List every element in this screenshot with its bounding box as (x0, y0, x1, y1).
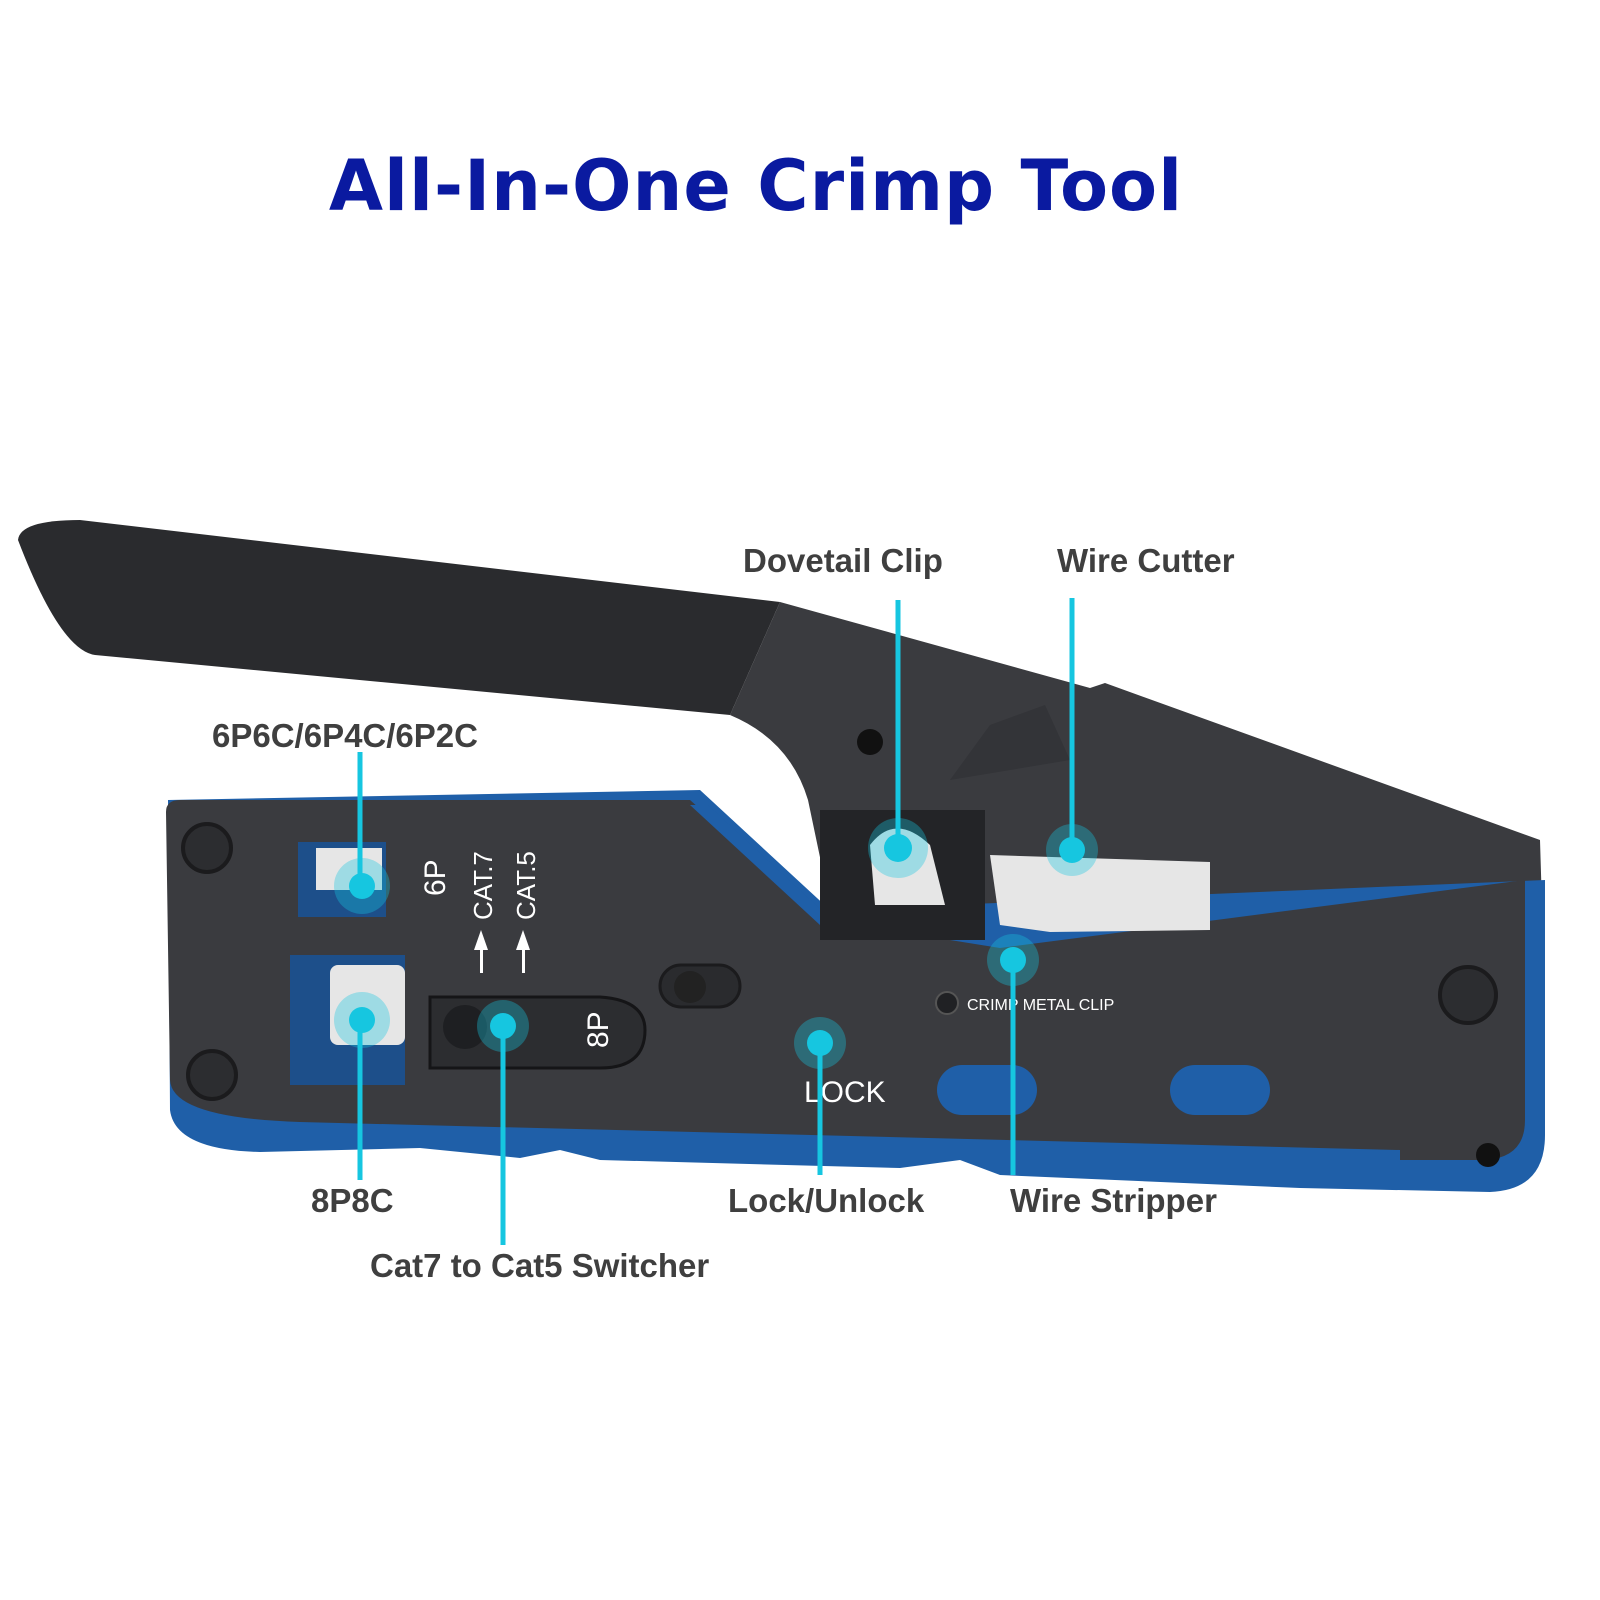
jaw-area (820, 705, 1210, 940)
label-crimp-metal-clip: CRIMP METAL CLIP (967, 997, 1114, 1014)
label-cat7: CAT.7 (468, 851, 498, 920)
dot-lock (794, 1017, 846, 1069)
tool-body (166, 790, 1545, 1192)
label-cat5: CAT.5 (511, 851, 541, 920)
callout-6p6c: 6P6C/6P4C/6P2C (212, 717, 478, 754)
handle-grip (18, 520, 780, 715)
callout-lines (357, 598, 1075, 1245)
switcher-plate (428, 995, 647, 1070)
callout-labels: Dovetail Clip Wire Cutter 6P6C/6P4C/6P2C… (212, 542, 1235, 1284)
handle-pivot (857, 729, 883, 755)
page-title: All-In-One Crimp Tool (328, 145, 1184, 227)
callout-dots (334, 818, 1098, 1069)
arrow-up-icon (474, 930, 530, 973)
callout-dovetail-clip: Dovetail Clip (743, 542, 943, 579)
tool-printing: 6P CAT.7 CAT.5 8P LOCK CRIMP METAL CLIP (419, 851, 1114, 1109)
dot-dovetail-clip (868, 818, 928, 878)
label-8p: 8P (582, 1011, 615, 1048)
label-6p: 6P (419, 859, 452, 896)
label-lock: LOCK (804, 1076, 886, 1109)
dot-wire-cutter (1046, 824, 1098, 876)
callout-switcher: Cat7 to Cat5 Switcher (370, 1247, 709, 1284)
dot-6p (334, 858, 390, 914)
dot-switcher (477, 1000, 529, 1052)
callout-lock-unlock: Lock/Unlock (728, 1182, 925, 1219)
dot-wire-stripper (987, 934, 1039, 986)
callout-8p8c: 8P8C (311, 1182, 394, 1219)
dot-8p8c (334, 992, 390, 1048)
callout-wire-cutter: Wire Cutter (1057, 542, 1235, 579)
callout-wire-stripper: Wire Stripper (1010, 1182, 1217, 1219)
crimp-ports (290, 842, 647, 1085)
